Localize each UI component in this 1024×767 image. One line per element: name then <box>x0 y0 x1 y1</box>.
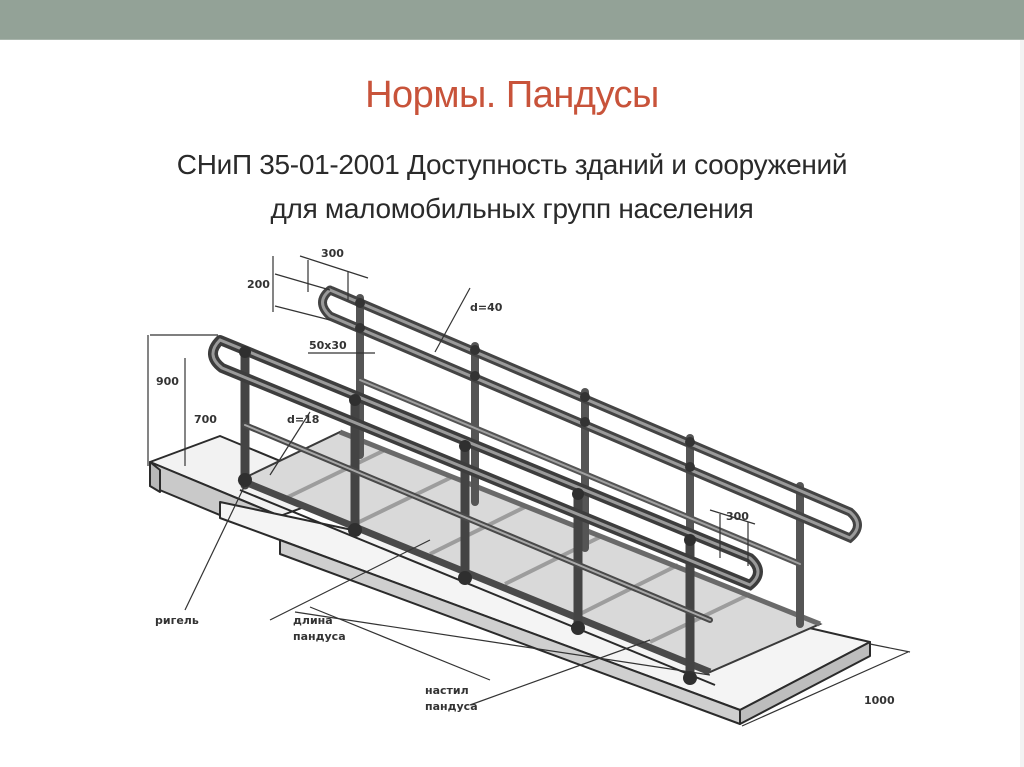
dim-200: 200 <box>247 278 270 291</box>
near-handrail <box>208 335 763 685</box>
dim-900: 900 <box>156 375 179 388</box>
slide-subtitle: СНиП 35-01-2001 Доступность зданий и соо… <box>0 143 1024 231</box>
ramp-diagram: 300 200 d=40 50x30 900 700 d=18 300 1000… <box>130 240 920 740</box>
subtitle-line-2: для маломобильных групп населения <box>270 193 754 224</box>
dim-300-bottom: 300 <box>726 510 749 523</box>
callout-deck-2: пандуса <box>425 700 478 713</box>
subtitle-line-1: СНиП 35-01-2001 Доступность зданий и соо… <box>176 149 848 180</box>
slide-right-edge <box>1020 40 1024 767</box>
dim-1000: 1000 <box>864 694 895 707</box>
ramp-deck <box>237 429 823 686</box>
far-handrail <box>318 285 862 628</box>
slide-top-band <box>0 0 1024 40</box>
dim-700: 700 <box>194 413 217 426</box>
callout-rigel: ригель <box>155 614 199 627</box>
dim-300-top: 300 <box>321 247 344 260</box>
dimension-lines <box>147 255 911 727</box>
callout-deck-1: настил <box>425 684 469 697</box>
callout-ramp-length-2: пандуса <box>293 630 346 643</box>
dim-d40: d=40 <box>470 301 503 314</box>
slide-title: Нормы. Пандусы <box>365 74 659 116</box>
dim-d18: d=18 <box>287 413 319 426</box>
dim-50x30: 50x30 <box>309 339 347 352</box>
callout-ramp-length-1: длина <box>293 614 333 627</box>
